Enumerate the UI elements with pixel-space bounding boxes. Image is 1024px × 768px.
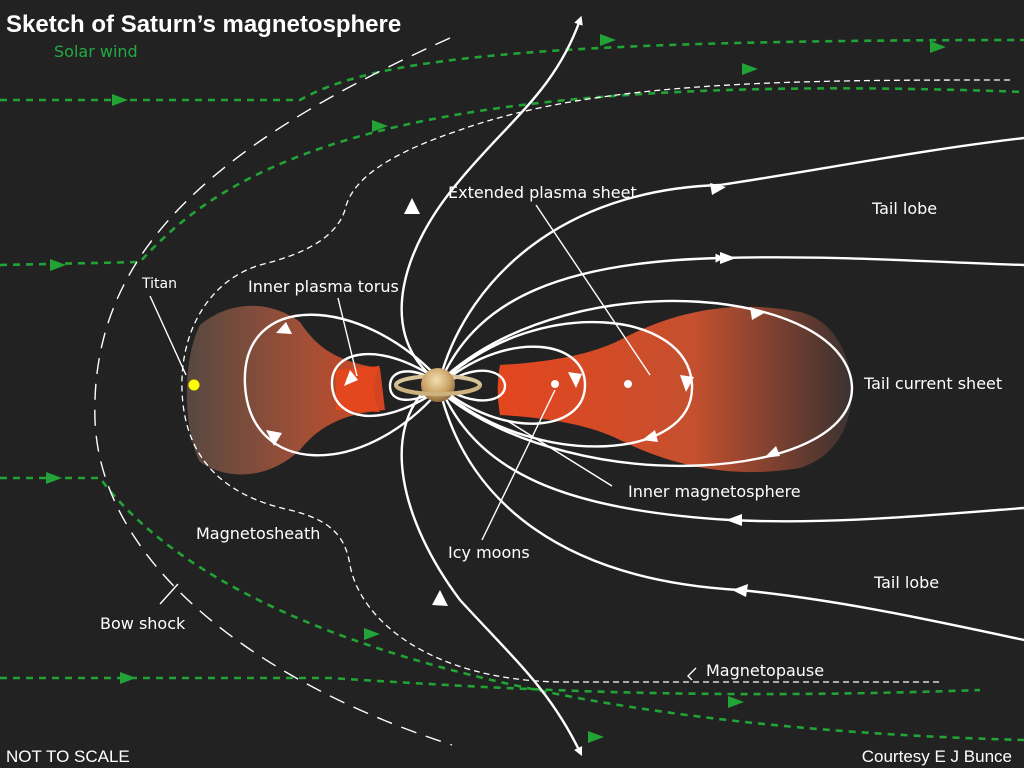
- bow-shock-label: Bow shock: [100, 614, 186, 633]
- solar-wind-arrow: [728, 696, 744, 708]
- field-arrow: [720, 252, 736, 264]
- inner-plasma-torus: [336, 366, 380, 412]
- field-arrow: [726, 514, 742, 526]
- inner-plasma-torus-label: Inner plasma torus: [248, 277, 399, 296]
- bow-shock-boundary: [94, 37, 453, 746]
- solar-wind-arrow: [364, 628, 380, 640]
- solar-wind-arrow: [588, 731, 604, 743]
- solar-wind-arrow: [120, 672, 136, 684]
- icy-moons-label: Icy moons: [448, 543, 530, 562]
- icy-moon: [551, 380, 559, 388]
- field-arrow: [764, 446, 780, 458]
- field-arrow: [642, 430, 658, 442]
- solar-wind-arrow: [112, 94, 128, 106]
- field-arrow: [750, 307, 766, 320]
- titan-label: Titan: [141, 276, 177, 292]
- not-to-scale-note: NOT TO SCALE: [6, 747, 130, 766]
- field-arrow: [432, 590, 448, 606]
- icy-moon: [624, 380, 632, 388]
- extended-plasma-sheet: [497, 306, 852, 473]
- tail-lobe-top-label: Tail lobe: [871, 199, 937, 218]
- magnetopause-label: Magnetopause: [706, 661, 824, 680]
- magnetosheath-label: Magnetosheath: [196, 524, 320, 543]
- solar-wind-arrow: [742, 63, 758, 75]
- saturn-planet: [394, 368, 482, 402]
- solar-wind-arrow: [600, 34, 616, 46]
- page-title: Sketch of Saturn’s magnetosphere: [6, 11, 401, 38]
- field-arrow: [266, 430, 282, 446]
- inner-magnetosphere-label: Inner magnetosphere: [628, 482, 801, 501]
- solar-wind-arrow: [46, 472, 62, 484]
- field-arrow: [344, 370, 358, 386]
- extended-plasma-sheet-label: Extended plasma sheet: [448, 183, 637, 202]
- field-arrow: [680, 375, 694, 392]
- field-arrow: [710, 183, 726, 195]
- credit-text: Courtesy E J Bunce: [862, 747, 1012, 766]
- solar-wind-arrow: [50, 259, 66, 271]
- tail-current-sheet-label: Tail current sheet: [863, 374, 1002, 393]
- solar-wind-flow-lines: [0, 34, 1024, 743]
- solar-wind-arrow: [930, 41, 946, 53]
- field-arrow: [404, 198, 420, 214]
- tail-lobe-bottom-label: Tail lobe: [873, 573, 939, 592]
- dayside-plasma-region: [186, 305, 385, 475]
- solar-wind-arrow: [372, 120, 388, 132]
- magnetic-field-lines: [243, 15, 1024, 757]
- field-arrow: [732, 584, 748, 597]
- label-pointer-lines: [149, 204, 697, 681]
- field-arrow: [276, 322, 292, 334]
- solar-wind-label: Solar wind: [54, 42, 138, 61]
- titan-moon: [188, 379, 200, 391]
- field-arrow: [568, 372, 582, 388]
